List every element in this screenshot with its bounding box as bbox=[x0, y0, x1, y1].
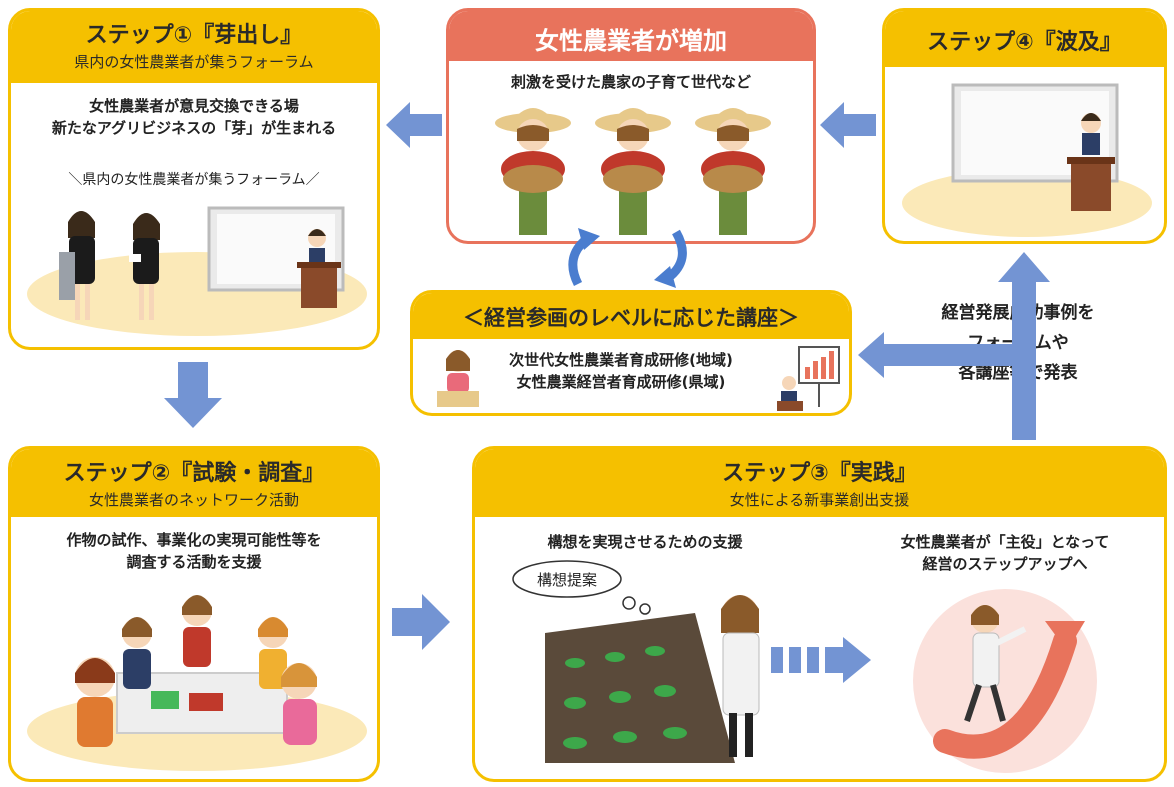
meeting-women bbox=[75, 595, 317, 747]
step3-box: ステップ③『実践』 女性による新事業創出支援 構想を実現させるための支援 女性農… bbox=[472, 446, 1167, 782]
increase-title: 女性農業者が増加 bbox=[535, 27, 727, 55]
idea-bubble-text: 構想提案 bbox=[536, 571, 597, 589]
dashed-arrow-icon bbox=[771, 637, 871, 683]
step1-line1: 女性農業者が意見交換できる場 bbox=[89, 97, 299, 115]
farmers-illustration bbox=[495, 108, 771, 235]
increase-subtitle: 刺激を受けた農家の子育て世代など bbox=[510, 73, 751, 91]
course-line1: 次世代女性農業者育成研修(地域) bbox=[509, 351, 733, 369]
step3-right-text: 女性農業者が「主役」となって 経営のステップアップへ bbox=[855, 531, 1155, 575]
farmer-woman-3 bbox=[695, 108, 771, 235]
step2-header: ステップ②『試験・調査』 女性農業者のネットワーク活動 bbox=[11, 449, 377, 517]
step2-line1: 作物の試作、事業化の実現可能性等を bbox=[66, 531, 322, 549]
arrow-to-step3-icon bbox=[392, 594, 450, 650]
increase-header: 女性農業者が増加 bbox=[449, 11, 813, 61]
arrow-to-step1-icon bbox=[386, 102, 442, 148]
step1-forum-label: ＼県内の女性農業者が集うフォーラム／ bbox=[68, 172, 320, 188]
course-title: ＜経営参画のレベルに応じた講座＞ bbox=[463, 306, 799, 330]
step2-box: ステップ②『試験・調査』 女性農業者のネットワーク活動 作物の試作、事業化の実現… bbox=[8, 446, 380, 782]
arrow-to-step4-icon bbox=[998, 252, 1050, 440]
course-box: ＜経営参画のレベルに応じた講座＞ 次世代女性農業者育成研修(地域) 女性農業経営… bbox=[410, 290, 852, 416]
step2-line2: 調査する活動を支援 bbox=[126, 553, 262, 571]
cycle-arrows bbox=[568, 228, 687, 288]
course-header: ＜経営参画のレベルに応じた講座＞ bbox=[413, 293, 849, 339]
step1-header: ステップ①『芽出し』 県内の女性農業者が集うフォーラム bbox=[11, 11, 377, 83]
arrow-to-course-icon bbox=[858, 332, 1016, 378]
step1-description: 女性農業者が意見交換できる場 新たなアグリビジネスの「芽」が生まれる bbox=[11, 95, 377, 139]
increase-box: 女性農業者が増加 刺激を受けた農家の子育て世代など bbox=[446, 8, 816, 244]
meeting-illustration bbox=[27, 595, 367, 771]
step3-left-label: 構想を実現させるための支援 bbox=[547, 533, 743, 551]
forum-illustration bbox=[27, 206, 367, 336]
course-list: 次世代女性農業者育成研修(地域) 女性農業経営者育成研修(県域) bbox=[473, 349, 769, 393]
step3-header: ステップ③『実践』 女性による新事業創出支援 bbox=[475, 449, 1164, 517]
step3-right-line1: 女性農業者が「主役」となって bbox=[900, 533, 1110, 551]
researcher-woman bbox=[721, 595, 760, 757]
step4-title: ステップ④『波及』 bbox=[927, 30, 1122, 55]
idea-bubble bbox=[512, 560, 651, 615]
step1-box: ステップ①『芽出し』 県内の女性農業者が集うフォーラム 女性農業者が意見交換でき… bbox=[8, 8, 380, 350]
field-illustration bbox=[545, 595, 760, 763]
lecture-illustration bbox=[902, 83, 1152, 237]
step3-subtitle: 女性による新事業創出支援 bbox=[729, 491, 910, 509]
step2-description: 作物の試作、事業化の実現可能性等を 調査する活動を支援 bbox=[11, 529, 377, 573]
farmer-woman-1 bbox=[495, 108, 571, 235]
growth-illustration bbox=[913, 589, 1097, 773]
step2-subtitle: 女性農業者のネットワーク活動 bbox=[88, 491, 299, 509]
step1-line2: 新たなアグリビジネスの「芽」が生まれる bbox=[51, 119, 337, 137]
farmer-woman-2 bbox=[595, 108, 671, 235]
step3-title: ステップ③『実践』 bbox=[722, 461, 917, 486]
arrow-to-step2-icon bbox=[164, 362, 222, 428]
step1-title: ステップ①『芽出し』 bbox=[85, 23, 303, 48]
student-icon bbox=[437, 350, 479, 407]
step1-subtitle: 県内の女性農業者が集うフォーラム bbox=[74, 53, 314, 71]
arrow-to-increase-icon bbox=[820, 102, 876, 148]
presentation-chart-icon bbox=[777, 346, 840, 411]
step3-right-line2: 経営のステップアップへ bbox=[922, 555, 1088, 573]
step4-box: ステップ④『波及』 bbox=[882, 8, 1167, 244]
walking-woman bbox=[964, 605, 1027, 722]
step2-title: ステップ②『試験・調査』 bbox=[63, 461, 325, 486]
step4-header: ステップ④『波及』 bbox=[885, 11, 1164, 67]
course-line2: 女性農業経営者育成研修(県域) bbox=[516, 373, 726, 391]
